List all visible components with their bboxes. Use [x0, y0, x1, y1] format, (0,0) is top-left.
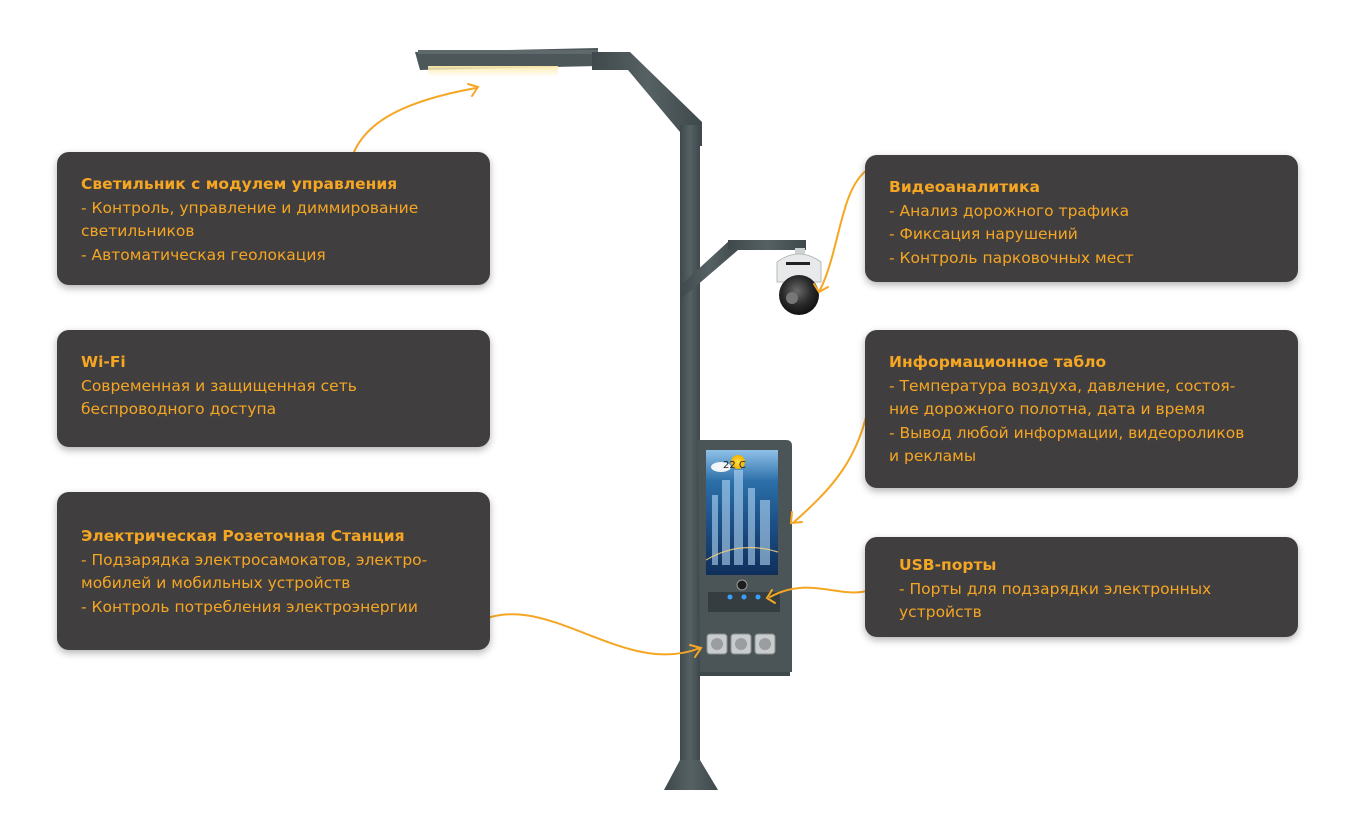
card-title: Wi-Fi: [81, 353, 126, 371]
callout-arrows: [349, 83, 871, 658]
card-lamp-control: Светильник с модулем управления - Контро…: [57, 152, 490, 285]
ptz-camera-icon: [776, 248, 822, 315]
card-line: - Фиксация нарушений: [889, 225, 1078, 243]
power-socket-icon: [706, 633, 776, 655]
card-title: Электрическая Розеточная Станция: [81, 527, 405, 545]
card-line: - Порты для подзарядки электронных: [899, 579, 1212, 598]
card-line: и рекламы: [889, 447, 977, 465]
card-line: - Подзарядка электросамокатов, электро-: [81, 550, 428, 569]
sun-cloud-icon: [731, 455, 745, 469]
card-line: беспроводного доступа: [81, 400, 277, 418]
card-info-board: Информационное табло - Температура возду…: [865, 330, 1298, 488]
card-line: ние дорожного полотна, дата и время: [889, 400, 1206, 418]
screen-temperature: 22 C: [723, 460, 746, 471]
card-line: мобилей и мобильных устройств: [81, 574, 351, 592]
card-line: - Автоматическая геолокация: [81, 245, 326, 264]
card-line: - Контроль парковочных мест: [889, 248, 1134, 267]
card-line: - Вывод любой информации, видеороликов: [889, 423, 1245, 442]
card-title: Видеоаналитика: [889, 178, 1041, 196]
card-charging-station: Электрическая Розеточная Станция - Подза…: [57, 492, 490, 650]
card-line: светильников: [81, 222, 195, 240]
info-board-cabinet: [698, 440, 792, 676]
card-title: Светильник с модулем управления: [81, 175, 398, 193]
street-lamp-icon: [415, 48, 598, 76]
card-wifi: Wi-Fi Современная и защищенная сеть бесп…: [57, 330, 490, 447]
pole: [592, 52, 806, 790]
card-line: - Температура воздуха, давление, состоя-: [889, 376, 1236, 395]
card-line: Современная и защищенная сеть: [81, 376, 357, 395]
card-line: - Контроль, управление и диммирование: [81, 198, 419, 217]
card-title: Информационное табло: [889, 353, 1107, 371]
card-line: - Анализ дорожного трафика: [889, 201, 1130, 220]
card-line: устройств: [899, 603, 982, 621]
card-usb-ports: USB-порты - Порты для подзарядки электро…: [865, 537, 1298, 637]
card-video-analytics: Видеоаналитика - Анализ дорожного трафик…: [865, 155, 1298, 282]
card-line: - Контроль потребления электроэнергии: [81, 597, 418, 616]
card-title: USB-порты: [899, 556, 997, 574]
